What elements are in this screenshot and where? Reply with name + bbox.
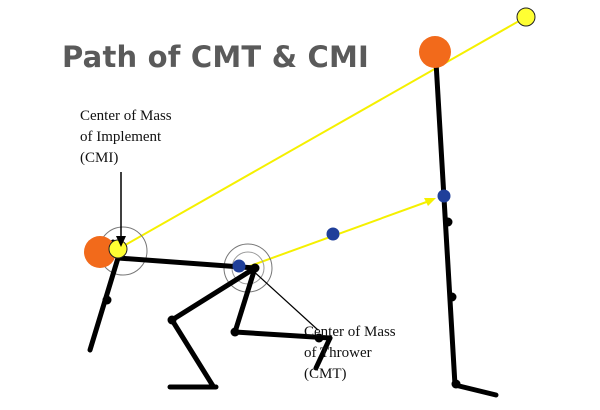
- thrower-arm-upper: [169, 265, 258, 323]
- crouched-head: [84, 236, 116, 268]
- cmt-pointer-line: [249, 267, 319, 331]
- crouched-thrower: [87, 239, 333, 390]
- thrower-torso: [115, 255, 258, 271]
- standing-foot: [452, 382, 499, 398]
- cmt-label-line-1: Center of Mass: [304, 324, 396, 340]
- joint-knee-front: [230, 327, 240, 337]
- joint-standing-hip: [443, 217, 453, 227]
- implement-release: [516, 7, 536, 27]
- cmi-label-line-3: (CMI): [80, 150, 119, 166]
- thrower-front-leg-upper: [232, 265, 258, 335]
- thrower-front-leg-lower: [232, 329, 333, 341]
- joint-foot-front: [314, 333, 324, 343]
- cmt-label: Center of Mass of Thrower (CMT): [304, 322, 396, 385]
- cmt-start: [232, 259, 246, 273]
- joints: [102, 217, 461, 389]
- cmt-label-line-3: (CMT): [304, 366, 347, 382]
- standing-thrower: [433, 59, 499, 398]
- cmt-mid: [326, 227, 340, 241]
- joint-standing-ankle: [451, 379, 461, 389]
- cmi-label: Center of Mass of Implement (CMI): [80, 106, 172, 169]
- cmt-path-line: [249, 199, 433, 267]
- joint-elbow: [167, 315, 177, 325]
- joint-knee-back: [102, 295, 112, 305]
- page-title: Path of CMT & CMI: [62, 40, 370, 74]
- standing-head: [419, 36, 451, 68]
- cmi-pointer-arrowhead: [116, 236, 126, 247]
- thrower-front-foot: [313, 335, 333, 371]
- cmi-path-line: [119, 16, 527, 249]
- thrower-arm-lower: [169, 317, 216, 389]
- thrower-back-leg: [87, 255, 121, 353]
- joint-standing-knee: [447, 292, 457, 302]
- cmi-label-line-2: of Implement: [80, 129, 162, 145]
- cmt-path-arrowhead: [424, 198, 436, 206]
- implement-start: [108, 239, 128, 259]
- cmt-end: [437, 189, 451, 203]
- joint-hip: [250, 263, 260, 273]
- cmi-label-line-1: Center of Mass: [80, 108, 172, 124]
- cmt-label-line-2: of Thrower: [304, 345, 372, 361]
